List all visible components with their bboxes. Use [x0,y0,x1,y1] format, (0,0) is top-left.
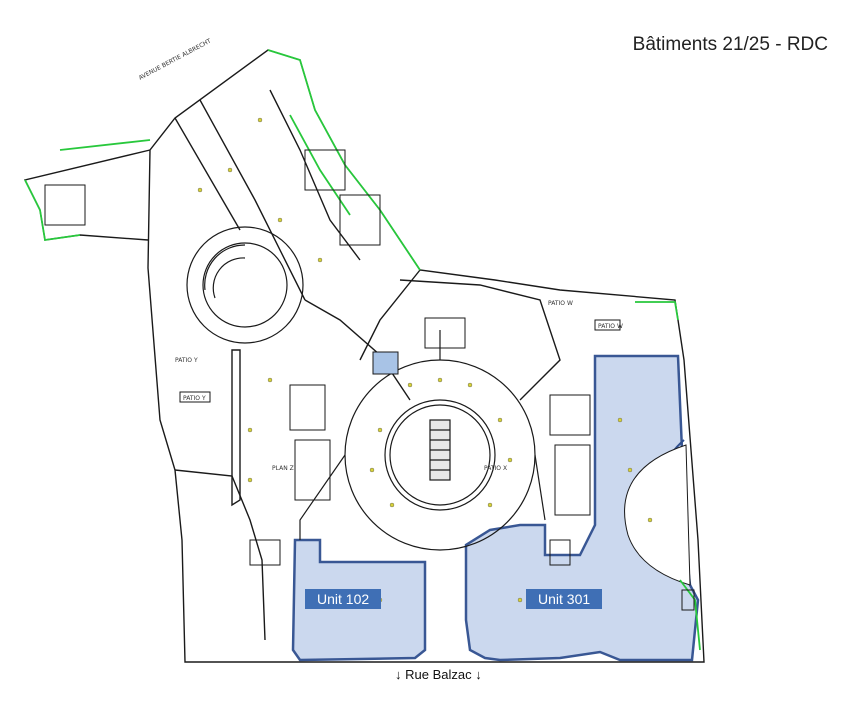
unit-301-label[interactable]: Unit 301 [526,589,603,609]
service-blocks [44,149,695,611]
plan-title: Bâtiments 21/25 - RDC [632,34,828,55]
patio-w-tag: PATIO W [598,323,623,330]
patio-y-tag: PATIO Y [183,395,206,402]
central-rotunda [299,330,546,551]
small-blue-room [372,351,399,375]
plan-z-label: PLAN Z [272,465,294,472]
unit-301-white-crescent [624,444,691,586]
unit-102-label[interactable]: Unit 102 [305,589,382,609]
upper-rotunda [186,226,304,344]
patio-w-label: PATIO W [548,300,573,307]
patio-y-label: PATIO Y [175,357,198,364]
fixture-markers [197,117,653,603]
street-label: ↓ Rue Balzac ↓ [395,667,482,682]
patio-x-label: PATIO X [484,465,507,472]
avenue-label: AVENUE BERTIE ALBRECHT [138,37,213,81]
